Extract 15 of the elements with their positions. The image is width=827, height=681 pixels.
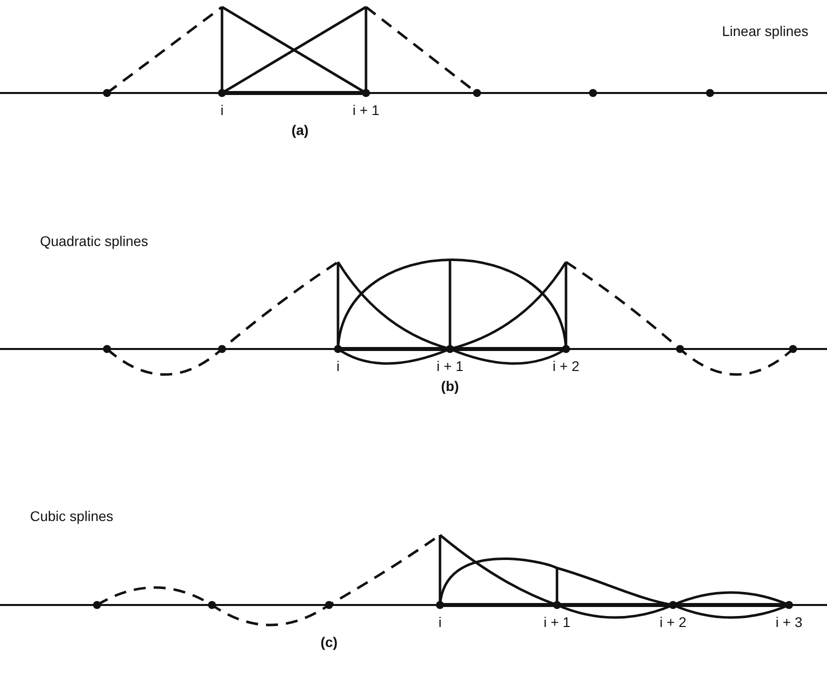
knot-label: i + 1 [436,358,464,374]
knot-label: i [336,358,340,374]
panel-label: (b) [441,378,459,394]
knot-label: i + 2 [660,614,686,630]
panel-title: Linear splines [722,23,808,39]
knot-label: i + 1 [352,102,380,118]
knot-label: i [220,102,224,118]
panel-label: (c) [320,634,338,650]
knot-label: i + 2 [552,358,580,374]
panel-title: Quadratic splines [40,233,148,249]
panel-label: (a) [291,122,309,138]
knot-label: i [438,614,442,630]
panel-title: Cubic splines [30,508,114,524]
knot-label: i + 3 [776,614,802,630]
knot-label: i + 1 [544,614,570,630]
